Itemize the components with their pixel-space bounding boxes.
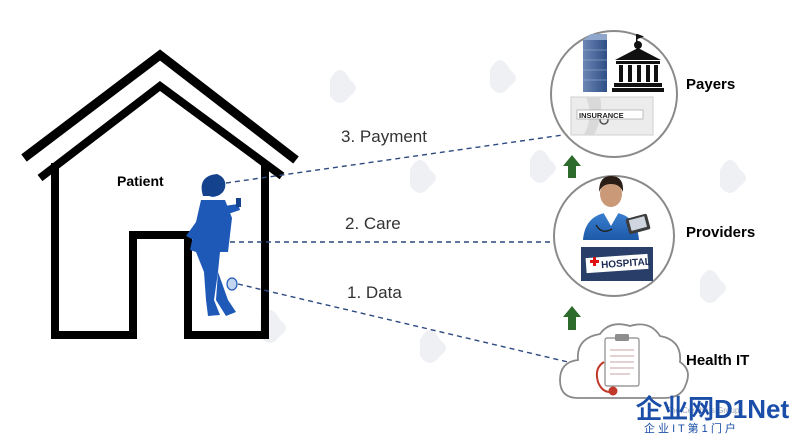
up-arrow-icon <box>563 155 581 178</box>
data-link-line <box>237 283 569 363</box>
connector-lines <box>225 134 569 363</box>
clipboard-icon <box>604 334 640 387</box>
payment-link-label: 3. Payment <box>341 127 427 146</box>
office-building-icon <box>583 34 607 92</box>
nurse-icon <box>583 176 651 240</box>
svg-text:HOSPITAL: HOSPITAL <box>601 257 651 271</box>
watermark-logo: The Cerebrus Group 企业网D1Net 企 业 I T 第 1 … <box>636 394 789 435</box>
data-link-label: 1. Data <box>347 283 402 302</box>
patient-figure-icon <box>186 174 241 316</box>
government-building-icon <box>612 34 664 92</box>
health-it-node <box>559 323 689 399</box>
svg-text:INSURANCE: INSURANCE <box>579 111 624 120</box>
providers-node: HOSPITAL <box>553 175 675 297</box>
health-it-label: Health IT <box>686 352 749 369</box>
stethoscope-icon <box>595 361 618 396</box>
providers-label: Providers <box>686 224 755 241</box>
payment-link-line <box>225 134 564 184</box>
watermark-tagline: The Cerebrus Group <box>666 406 740 415</box>
up-arrow-icon <box>563 306 581 330</box>
house-icon <box>21 49 299 339</box>
payers-label: Payers <box>686 76 735 93</box>
patient-label: Patient <box>117 173 164 189</box>
insurance-icon: INSURANCE <box>570 96 654 136</box>
payers-node: INSURANCE <box>550 30 678 158</box>
hospital-sign-icon: HOSPITAL <box>581 247 653 281</box>
care-link-label: 2. Care <box>345 214 401 233</box>
watermark-line2: 企 业 I T 第 1 门 户 <box>644 421 736 435</box>
watermark-line1: 企业网D1Net <box>636 394 789 424</box>
